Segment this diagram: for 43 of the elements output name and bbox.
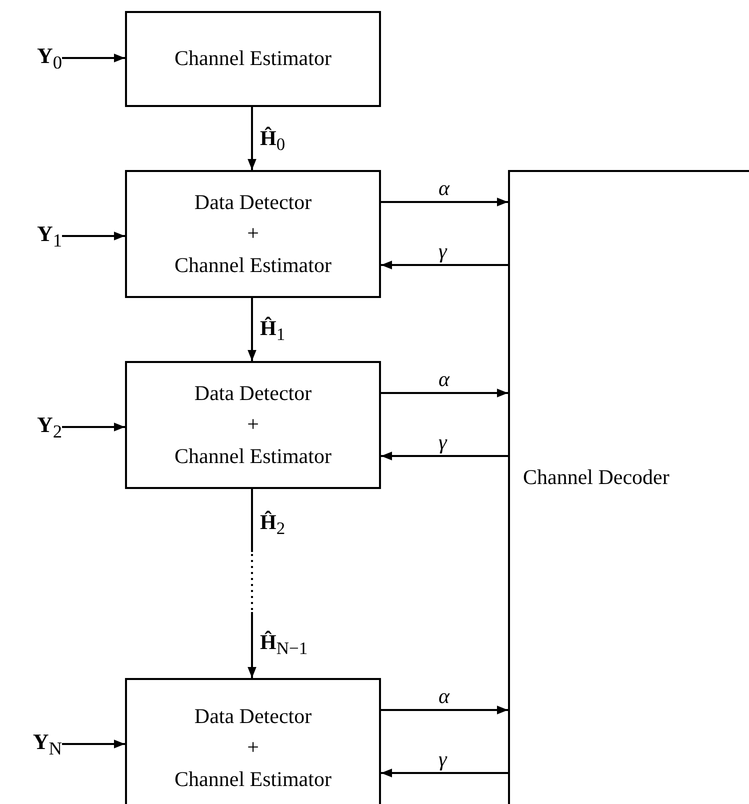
process-block [125,11,381,107]
arrow [62,422,125,432]
block-label: Channel Decoder [523,464,670,491]
arrow [381,260,508,270]
decoder-block [508,170,749,804]
edge-label: α [438,178,450,199]
edge-label: Ĥ$_{0}$ [260,128,286,154]
arrow [62,740,125,748]
input-signal-label: Y$_{0}$ [36,42,62,74]
block-label: + [247,411,259,438]
block-label: Channel Estimator [174,252,332,279]
arrow [62,54,125,62]
block-label: Data Detector [194,188,312,216]
edge-label: α [438,369,450,390]
edge-label: γ [438,749,447,770]
arrow [248,298,256,361]
arrow [248,612,256,678]
edge-label: γ [438,241,447,262]
edge-label: Ĥ$_{2}$ [260,512,286,538]
block-label: Data Detector [194,702,312,730]
process-block [125,361,381,489]
edge-label: Ĥ$_{1}$ [260,318,286,344]
arrow [381,452,508,460]
block-label: Channel Estimator [174,45,332,72]
arrow [381,388,508,398]
arrow [381,768,508,778]
input-signal-label: Y$_{2}$ [36,412,62,442]
block-label: Data Detector [194,380,312,407]
block-label: Channel Estimator [174,766,332,793]
block-label: + [247,220,259,248]
edge-label: α [438,686,450,707]
arrow [381,198,508,206]
arrow [62,232,125,240]
edge-label: Ĥ$_{N−1}$ [260,632,308,658]
block-label: + [247,734,259,762]
process-block [125,170,381,298]
arrow [381,706,508,714]
input-signal-label: Y$_{1}$ [36,220,62,252]
arrow [248,107,256,170]
block-label: Channel Estimator [174,442,332,470]
process-block [125,678,381,804]
edge-label: γ [438,432,447,453]
input-signal-label: Y$_{N}$ [32,728,62,760]
